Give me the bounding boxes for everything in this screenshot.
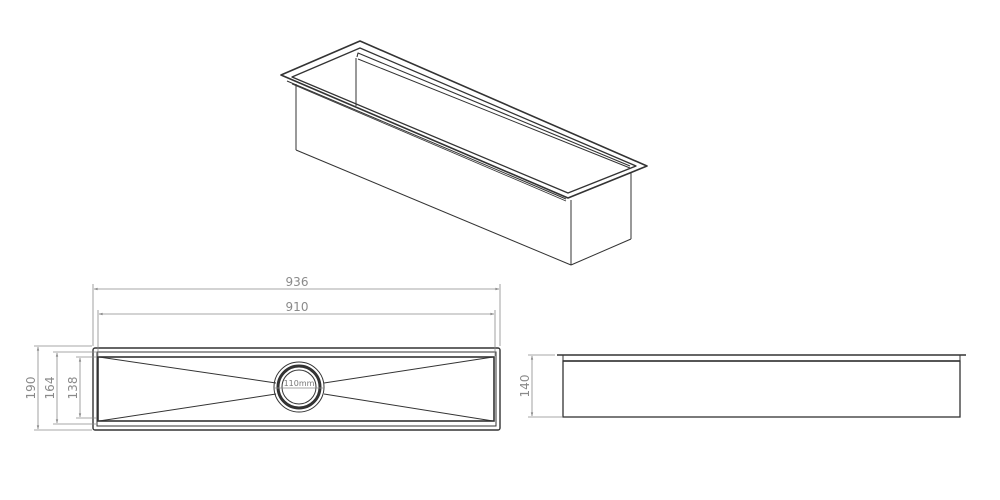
bowl-width-label: 138 bbox=[66, 377, 80, 400]
plan-horizontal-dimensions bbox=[92, 284, 501, 356]
drain-outer-ring bbox=[273, 361, 325, 413]
plan-view bbox=[92, 347, 501, 431]
iso-front-bottom-edge bbox=[295, 149, 572, 266]
drain-ring bbox=[276, 364, 322, 410]
side-elevation-view bbox=[557, 354, 966, 418]
plan-flange-outer bbox=[92, 347, 501, 431]
plan-vertical-dimensions bbox=[34, 345, 97, 431]
drain-diameter-label: 110mm bbox=[284, 379, 315, 388]
plan-flange-inner bbox=[96, 351, 497, 427]
iso-flange-inner bbox=[291, 47, 637, 194]
flange-width-label: 164 bbox=[43, 377, 57, 400]
plan-bowl bbox=[97, 356, 495, 422]
inner-length-label: 910 bbox=[286, 300, 309, 314]
isometric-view bbox=[280, 40, 648, 266]
depth-dimension bbox=[528, 354, 562, 418]
side-body bbox=[562, 360, 961, 418]
overall-width-label: 190 bbox=[24, 377, 38, 400]
iso-opening-rim bbox=[356, 52, 631, 167]
iso-right-bottom-edge bbox=[570, 238, 632, 266]
iso-flange-outer bbox=[280, 40, 648, 199]
depth-label: 140 bbox=[518, 375, 532, 398]
overall-length-label: 936 bbox=[286, 275, 309, 289]
